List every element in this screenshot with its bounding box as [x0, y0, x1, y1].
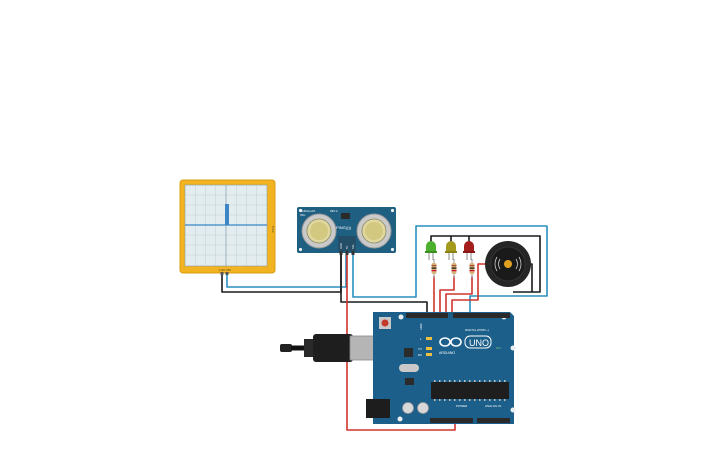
piezo-buzzer[interactable] [485, 241, 531, 287]
usb-cable[interactable] [280, 334, 383, 362]
capacitor-1 [402, 402, 414, 414]
digital-header-1[interactable] [406, 313, 448, 318]
wire-scope-blue[interactable] [226, 255, 347, 288]
wire-led-ground[interactable] [430, 235, 541, 293]
usb-chip [404, 348, 413, 357]
wire-yellow-led[interactable] [439, 276, 455, 314]
uno-label: UNO [469, 338, 489, 348]
led-red[interactable] [463, 241, 475, 260]
power-header[interactable] [430, 418, 473, 423]
sound-wave-icon [494, 256, 522, 272]
regulator [405, 378, 414, 385]
analog-label: ANALOG IN [485, 404, 501, 408]
chip-pins [434, 380, 506, 401]
arduino-uno[interactable]: AREF DIGITAL (PWM ~) L TX RX UNO ARDUINO… [366, 312, 516, 424]
buzzer-center [504, 260, 512, 268]
led-yellow[interactable] [445, 241, 457, 260]
oscilloscope[interactable]: 5 ms 1.00 V/D [179, 179, 276, 275]
wire-sensor-sig[interactable] [352, 225, 548, 314]
sensor-header [338, 236, 356, 251]
sensor-brand-line2: INC. [300, 213, 306, 217]
sensor-gnd-label: GND [339, 243, 343, 249]
rx-label: RX [418, 353, 422, 357]
arduino-logo-icon [439, 337, 462, 347]
on-label: ON [496, 346, 501, 350]
power-jack[interactable] [366, 399, 390, 418]
sensor-pin-5v[interactable] [345, 251, 349, 255]
atmega-chip [431, 382, 509, 399]
resistor-2[interactable] [451, 259, 457, 278]
oscilloscope-pin-pos[interactable] [225, 272, 229, 275]
ultrasonic-sensor[interactable]: PARALLAX INC. REV A PING)))) GND 5V SIG [297, 207, 396, 255]
l-label: L [420, 337, 422, 341]
oscilloscope-time-label: 5 ms [271, 226, 275, 233]
sensor-pin-gnd[interactable] [339, 251, 343, 255]
tx-label: TX [418, 347, 422, 351]
sensor-pin-sig[interactable] [351, 251, 355, 255]
resistor-3[interactable] [469, 259, 475, 278]
digital-label: DIGITAL (PWM ~) [465, 328, 489, 332]
led-green[interactable] [425, 241, 437, 260]
sensor-sig-label: SIG [351, 245, 355, 249]
sensor-model: PING)))) [336, 225, 352, 230]
sensor-transducer-right [356, 213, 392, 249]
sensor-chip [341, 213, 350, 219]
capacitor-2 [417, 402, 429, 414]
arduino-brand: ARDUINO [439, 351, 455, 355]
l-led [426, 337, 432, 340]
power-label: POWER [456, 404, 468, 408]
crystal [399, 364, 419, 372]
sensor-rev: REV A [330, 209, 338, 213]
tx-led [426, 347, 432, 350]
oscilloscope-pin-neg[interactable] [220, 272, 224, 275]
oscilloscope-volt-label: 1.00 V/D [219, 268, 232, 272]
sensor-transducer-left [301, 213, 337, 249]
aref-label: AREF [419, 323, 423, 330]
uno-badge [464, 335, 492, 349]
wire-red-led[interactable] [445, 276, 473, 314]
wire-buzzer[interactable] [451, 263, 489, 314]
sensor-5v-label: 5V [345, 246, 349, 249]
rx-led [426, 353, 432, 356]
digital-header-2[interactable] [453, 313, 510, 318]
oscilloscope-pulse [225, 204, 229, 225]
wire-sensor-gnd[interactable] [340, 255, 428, 314]
sensor-brand: PARALLAX [300, 209, 315, 213]
analog-header[interactable] [477, 418, 510, 423]
resistor-1[interactable] [431, 259, 437, 278]
